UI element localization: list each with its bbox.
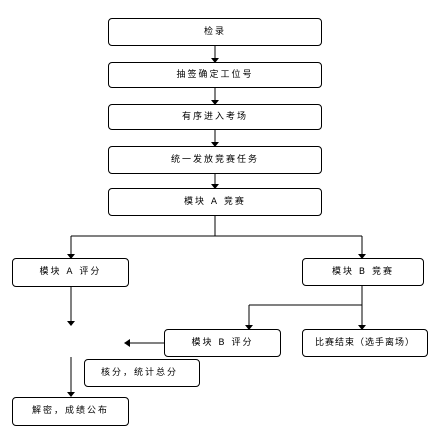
step-publish-label: 解密，成绩公布 — [31, 406, 109, 416]
arrowhead-icon — [211, 58, 219, 63]
arrowhead-icon — [245, 325, 253, 330]
arrowhead-icon — [358, 325, 366, 330]
step-verify: 核分，统计总分 — [84, 359, 200, 387]
arrowhead-icon — [67, 321, 75, 326]
step-module-a-score: 模块 A 评分 — [12, 258, 129, 287]
step-finish: 比赛结束（选手离场） — [302, 329, 428, 357]
arrowhead-icon — [211, 184, 219, 189]
step-module-a-score-label: 模块 A 评分 — [39, 267, 102, 277]
arrowhead-icon — [211, 100, 219, 105]
step-distribute-label: 统一发放竞赛任务 — [170, 154, 259, 165]
step-module-b-label: 模块 B 竞赛 — [332, 266, 394, 277]
step-draw-lots: 抽签确定工位号 — [108, 62, 322, 88]
arrowhead-icon — [67, 392, 75, 397]
step-finish-label: 比赛结束（选手离场） — [314, 337, 415, 348]
step-checkin-label: 检录 — [203, 26, 226, 37]
arrowhead-icon — [211, 142, 219, 147]
step-distribute: 统一发放竞赛任务 — [108, 146, 322, 174]
step-enter-label: 有序进入考场 — [181, 111, 248, 122]
step-module-a: 模块 A 竞赛 — [108, 188, 322, 216]
step-module-b: 模块 B 竞赛 — [302, 258, 424, 286]
step-module-b-score-label: 模块 B 评分 — [191, 337, 254, 348]
step-module-b-score: 模块 B 评分 — [164, 329, 281, 357]
step-enter: 有序进入考场 — [108, 104, 322, 130]
step-publish: 解密，成绩公布 — [12, 397, 129, 426]
step-draw-lots-label: 抽签确定工位号 — [176, 69, 254, 80]
step-verify-label: 核分，统计总分 — [101, 367, 179, 378]
arrowhead-icon — [124, 339, 130, 347]
step-module-a-label: 模块 A 竞赛 — [184, 196, 246, 207]
arrowhead-icon — [67, 254, 75, 259]
arrowhead-icon — [358, 254, 366, 259]
step-checkin: 检录 — [108, 18, 322, 46]
